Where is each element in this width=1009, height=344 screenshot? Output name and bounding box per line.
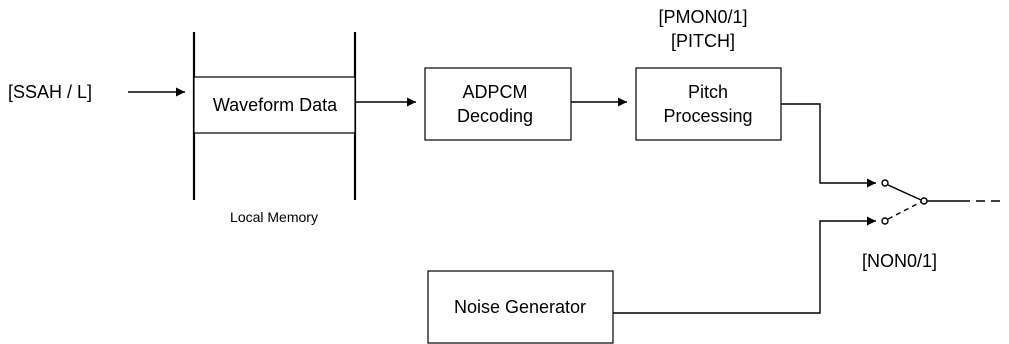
switch-arm-alternate <box>887 201 922 220</box>
pitch-to-switch-wire <box>781 103 876 188</box>
noise-generator-box <box>427 270 614 344</box>
waveform-data-label: Waveform Data <box>213 95 338 115</box>
noise-generator-label: Noise Generator <box>454 297 586 317</box>
noise-to-switch-wire <box>613 216 876 314</box>
pmon-register-label: [PMON0/1] <box>658 7 747 27</box>
pitch-register-label: [PITCH] <box>671 31 735 51</box>
input-label: [SSAH / L] <box>8 82 92 102</box>
non-register-label: [NON0/1] <box>862 251 937 271</box>
adpcm-decoding-box <box>424 67 572 141</box>
pitch-label-line2: Processing <box>663 106 752 126</box>
adpcm-label-line1: ADPCM <box>462 82 527 102</box>
waveform-data-box <box>193 76 356 134</box>
adpcm-label-line2: Decoding <box>457 106 533 126</box>
local-memory-caption: Local Memory <box>230 209 318 225</box>
switch-contact-bottom <box>881 217 889 225</box>
switch-arm-active <box>887 184 922 201</box>
switch-contact-top <box>881 179 889 187</box>
pitch-processing-box <box>635 67 782 141</box>
switch-pivot <box>920 197 928 205</box>
pitch-label-line1: Pitch <box>688 82 728 102</box>
